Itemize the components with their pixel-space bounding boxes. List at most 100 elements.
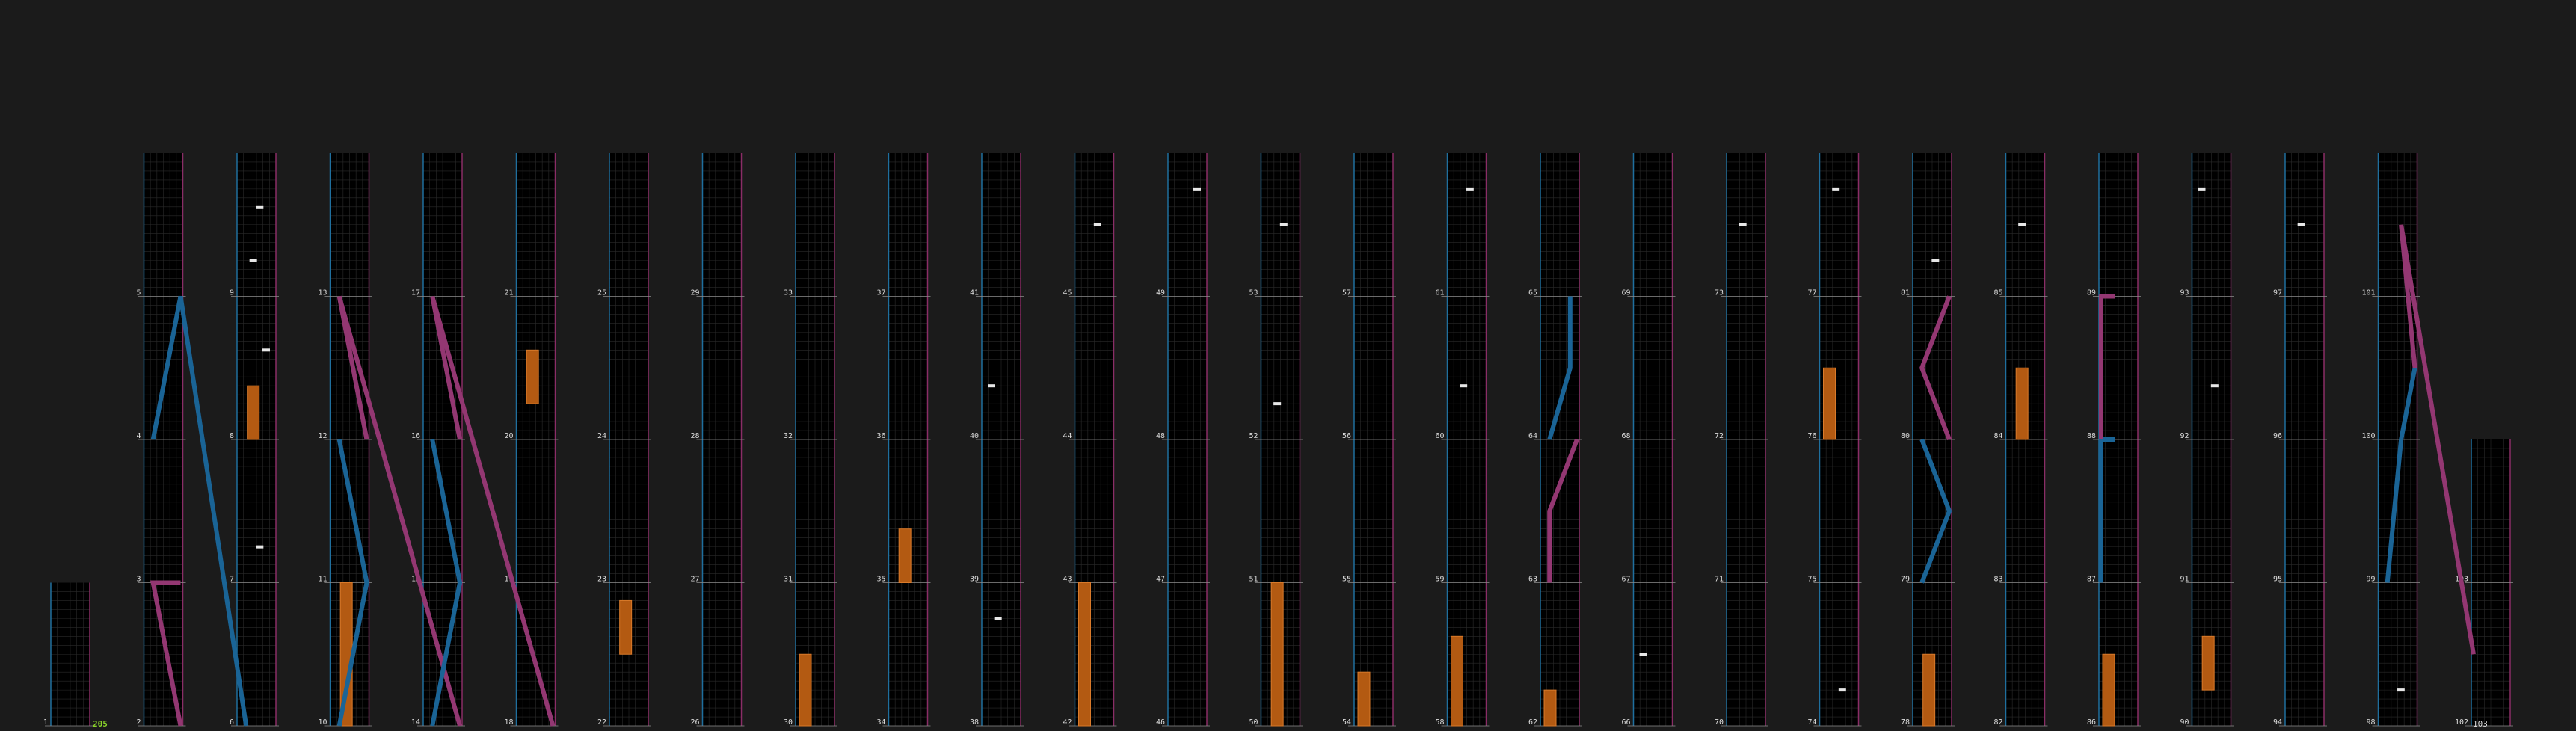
measure-block xyxy=(696,582,745,727)
measure-block xyxy=(1999,439,2048,583)
tap-note xyxy=(2018,223,2026,226)
measure-block xyxy=(2372,439,2420,583)
measure-number: 21 xyxy=(504,289,513,297)
hold-note xyxy=(2201,635,2215,691)
measure-block xyxy=(45,582,93,727)
blue-slide-note xyxy=(1919,438,1952,584)
measure-number: 75 xyxy=(1807,576,1816,584)
measure-block xyxy=(790,153,837,297)
measure-block xyxy=(1348,582,1396,727)
measure-block xyxy=(510,153,559,297)
tap-note xyxy=(1193,187,1201,191)
measure-block xyxy=(2093,296,2141,440)
measure-number: 92 xyxy=(2180,432,2189,440)
measure-number: 19 xyxy=(504,576,513,584)
measure-block xyxy=(231,439,279,583)
tap-note xyxy=(262,348,270,352)
blue-slide-note xyxy=(430,439,463,727)
measure-block xyxy=(510,439,559,583)
measure-number: 29 xyxy=(690,289,699,297)
measure-number: 52 xyxy=(1249,432,1258,440)
hold-note xyxy=(1922,653,1936,727)
measure-block xyxy=(1534,439,1582,583)
measure-number: 40 xyxy=(970,432,979,440)
measure-number: 38 xyxy=(970,718,979,727)
hold-note xyxy=(1543,689,1557,727)
measure-number: 44 xyxy=(1063,432,1072,440)
tap-note xyxy=(1639,653,1647,656)
measure-number: 85 xyxy=(1994,289,2002,297)
measure-number: 1 xyxy=(43,718,48,727)
measure-number: 100 xyxy=(2361,432,2375,440)
tap-note xyxy=(2198,187,2206,191)
measure-number: 60 xyxy=(1435,432,1444,440)
measure-block xyxy=(1534,582,1582,727)
tap-note xyxy=(249,259,257,262)
measure-number: 99 xyxy=(2366,576,2375,584)
measure-number: 12 xyxy=(318,432,327,440)
measure-block xyxy=(1627,296,1676,440)
measure-block xyxy=(2186,439,2234,583)
measure-block xyxy=(1721,439,1768,583)
measure-number: 37 xyxy=(876,289,885,297)
measure-number: 49 xyxy=(1156,289,1165,297)
measure-number: 18 xyxy=(504,718,513,727)
measure-number: 15 xyxy=(411,576,420,584)
tap-note xyxy=(2397,688,2405,692)
measure-number: 70 xyxy=(1715,718,1724,727)
measure-block xyxy=(1348,153,1396,297)
measure-block xyxy=(1069,153,1117,297)
measure-block xyxy=(696,296,745,440)
tap-note xyxy=(2297,223,2305,226)
measure-block xyxy=(1627,439,1676,583)
measure-block xyxy=(2186,153,2234,297)
hold-note xyxy=(1451,635,1463,727)
measure-number: 83 xyxy=(1994,576,2002,584)
measure-block xyxy=(231,582,279,727)
hold-note xyxy=(526,349,539,404)
measure-number: 57 xyxy=(1342,289,1351,297)
measure-block xyxy=(1162,582,1210,727)
measure-number: 48 xyxy=(1156,432,1165,440)
measure-number: 90 xyxy=(2180,718,2189,727)
lane-layer xyxy=(45,153,2513,727)
measure-block xyxy=(696,153,745,297)
measure-number: 93 xyxy=(2180,289,2189,297)
measure-block xyxy=(138,582,186,727)
measure-number: 13 xyxy=(318,289,327,297)
pink-slide-note xyxy=(430,295,556,727)
tap-note xyxy=(988,384,995,388)
measure-block xyxy=(1907,153,1955,297)
measure-block xyxy=(1534,153,1582,297)
hold-note xyxy=(1078,582,1091,727)
measure-block xyxy=(1255,439,1303,583)
measure-block xyxy=(231,153,279,297)
measure-number: 84 xyxy=(1994,432,2002,440)
measure-number: 94 xyxy=(2273,718,2282,727)
measure-number: 39 xyxy=(970,576,979,584)
measure-block xyxy=(2186,296,2234,440)
measure-number: 31 xyxy=(784,576,793,584)
measure-block xyxy=(138,439,186,583)
measure-block xyxy=(1441,153,1490,297)
measure-block xyxy=(696,439,745,583)
measure-number: 80 xyxy=(1901,432,1910,440)
measure-block xyxy=(1348,439,1396,583)
tap-note xyxy=(1460,384,1468,388)
measure-block xyxy=(1813,582,1862,727)
measure-block xyxy=(1721,296,1768,440)
measure-number: 86 xyxy=(2087,718,2096,727)
measure-number: 24 xyxy=(597,432,606,440)
measure-number: 33 xyxy=(784,289,793,297)
measure-number: 50 xyxy=(1249,718,1258,727)
measure-block xyxy=(1255,296,1303,440)
measure-number: 96 xyxy=(2273,432,2282,440)
measure-number: 59 xyxy=(1435,576,1444,584)
tap-note xyxy=(994,617,1002,620)
measure-block xyxy=(976,296,1024,440)
hold-note xyxy=(619,599,633,655)
measure-number: 20 xyxy=(504,432,513,440)
measure-block xyxy=(976,153,1024,297)
hold-note xyxy=(1270,582,1284,727)
measure-number: 6 xyxy=(230,718,234,727)
